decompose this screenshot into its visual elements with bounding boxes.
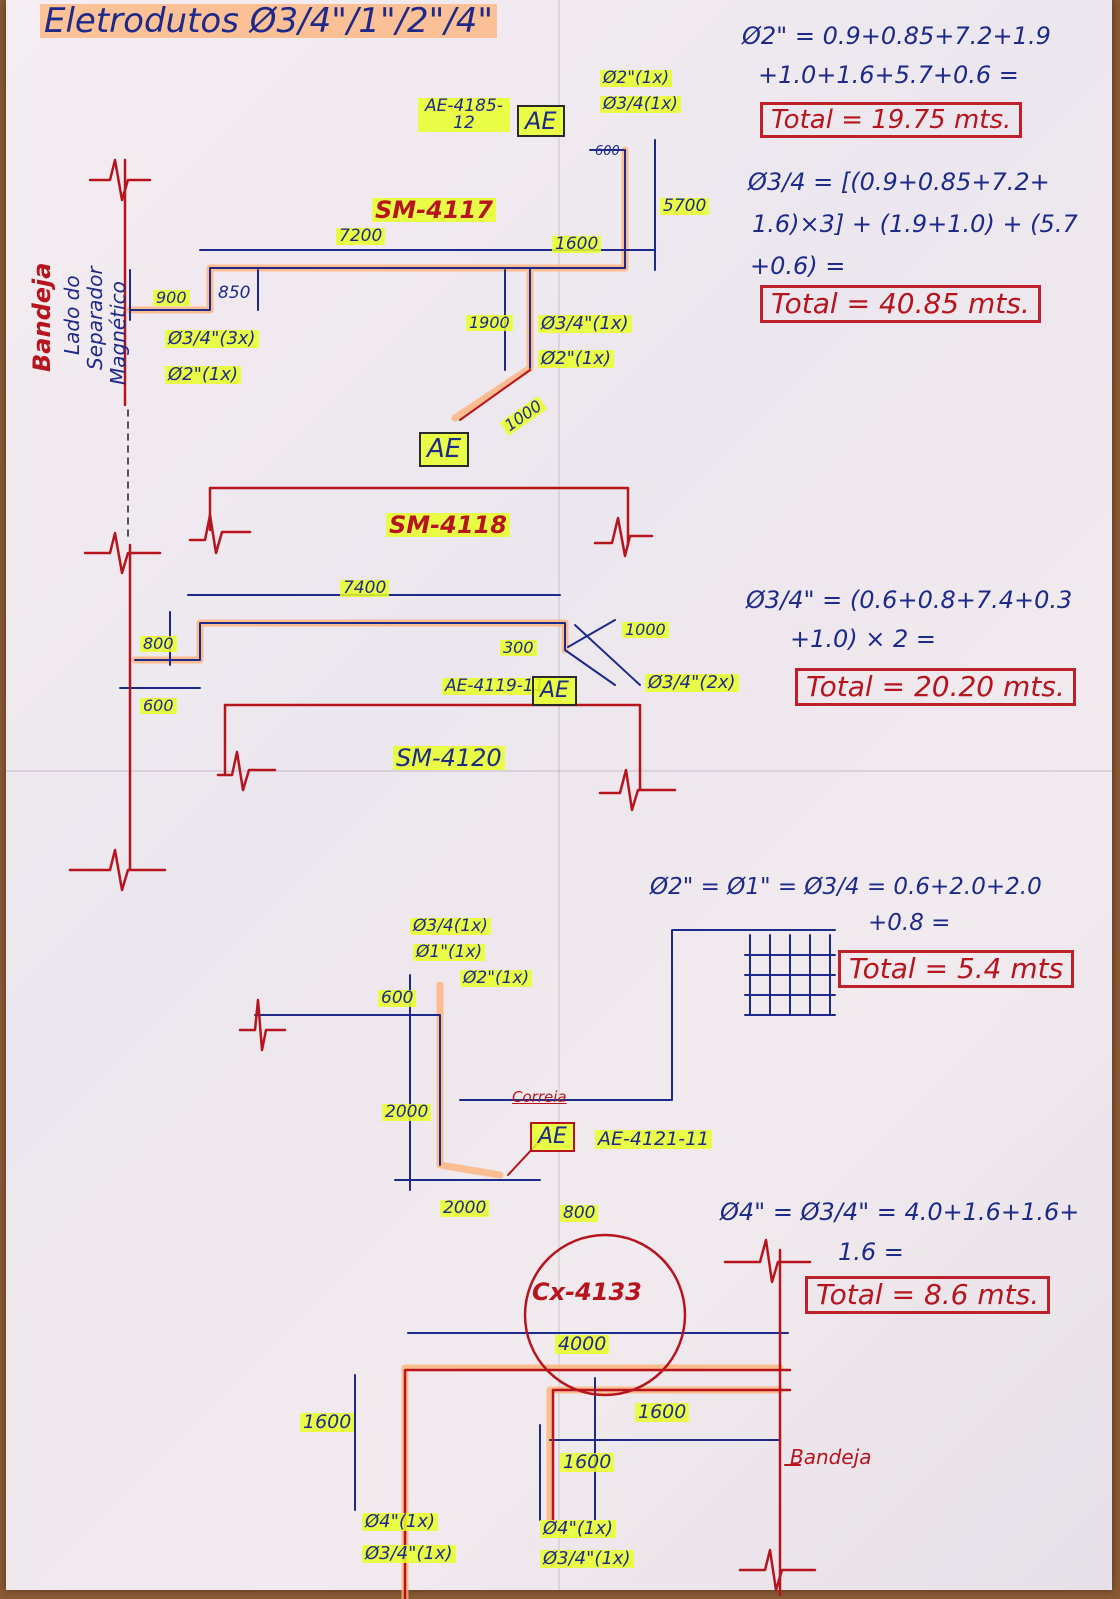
dim-600-ae4121: 600	[378, 990, 417, 1007]
pipe-cx4133-left-2: Ø3/4"(1x)	[362, 1545, 456, 1563]
dim-1900: 1900	[466, 315, 513, 331]
paper-fold-vertical	[558, 0, 560, 1590]
paper-fold-horizontal	[6, 770, 1112, 772]
pipe-mid-1: Ø3/4"(1x)	[538, 315, 632, 333]
ae-box-4119: AE	[532, 676, 577, 707]
pipe-ae4121-1: Ø3/4(1x)	[410, 918, 491, 935]
calc-4in-line-2: 1.6 =	[838, 1238, 904, 1266]
pipe-cx4133-left-1: Ø4"(1x)	[362, 1513, 439, 1531]
pipe-cx4133-right-1: Ø4"(1x)	[540, 1520, 617, 1538]
calc-2in-total: Total = 19.75 mts.	[760, 102, 1023, 138]
dim-7400: 7400	[340, 580, 390, 597]
dim-2000-vertical: 2000	[382, 1104, 432, 1121]
calc-2in-line-1: Ø2" = 0.9+0.85+7.2+1.9	[742, 22, 1051, 50]
ae-box-top: AE	[517, 105, 565, 138]
dim-900: 900	[153, 290, 190, 306]
note-correia: Correia	[512, 1088, 567, 1106]
pipe-top-1: Ø2"(1x)	[600, 70, 673, 87]
calc-34b-total: Total = 20.20 mts.	[795, 668, 1076, 706]
dim-1600: 1600	[552, 236, 602, 253]
dim-600-top: 600	[595, 144, 620, 159]
pipe-sm4119: Ø3/4"(2x)	[645, 674, 739, 692]
dim-800-ae4121: 800	[560, 1205, 599, 1222]
dim-600-sm4119: 600	[140, 698, 177, 714]
calc-34b-line-2: +1.0) × 2 =	[790, 625, 937, 653]
pipe-left-1: Ø3/4"(3x)	[165, 330, 259, 348]
ae-box-4121: AE	[530, 1122, 575, 1153]
label-sm4118: SM-4118	[386, 513, 510, 537]
pipe-ae4121-2: Ø1"(1x)	[413, 944, 486, 961]
label-sm4117: SM-4117	[372, 198, 496, 222]
dim-5700: 5700	[660, 198, 710, 215]
dim-300: 300	[500, 640, 537, 656]
side-note-line-3: Magnético	[106, 281, 130, 385]
calc-mix-total: Total = 5.4 mts	[838, 950, 1075, 988]
dim-1600-left: 1600	[300, 1413, 355, 1432]
dim-850: 850	[218, 283, 251, 303]
dim-7200: 7200	[336, 228, 386, 245]
ae-box-bottom: AE	[419, 432, 470, 467]
calc-4in-line-1: Ø4" = Ø3/4" = 4.0+1.6+1.6+	[720, 1198, 1080, 1226]
dim-4000: 4000	[555, 1335, 610, 1354]
calc-4in-total: Total = 8.6 mts.	[805, 1276, 1051, 1314]
dim-2000-horizontal: 2000	[440, 1200, 490, 1217]
calc-34a-line-2: 1.6)×3] + (1.9+1.0) + (5.7	[752, 210, 1078, 238]
tag-ae4119: AE-4119-11	[442, 678, 548, 695]
calc-34b-line-1: Ø3/4" = (0.6+0.8+7.4+0.3	[746, 586, 1073, 614]
pipe-left-2: Ø2"(1x)	[165, 366, 242, 384]
calc-34a-line-3: +0.6) =	[750, 252, 846, 280]
dim-800-sm4119: 800	[140, 636, 177, 652]
calc-34a-total: Total = 40.85 mts.	[760, 285, 1041, 323]
pipe-mid-2: Ø2"(1x)	[538, 350, 615, 368]
tag-ae4185: AE-4185-12	[418, 98, 510, 132]
dim-1000-sm4119: 1000	[622, 622, 669, 638]
pipe-top-2: Ø3/4(1x)	[600, 96, 681, 113]
pipe-cx4133-right-2: Ø3/4"(1x)	[540, 1550, 634, 1568]
pipe-ae4121-3: Ø2"(1x)	[460, 970, 533, 987]
calc-mix-line-2: +0.8 =	[868, 910, 951, 936]
label-cx4133: Cx-4133	[532, 1278, 642, 1306]
side-note-line-2: Separador	[83, 266, 107, 370]
tag-ae4121: AE-4121-11	[595, 1130, 713, 1149]
note-bandeja-cx4133: Bandeja	[790, 1445, 872, 1469]
calc-34a-line-1: Ø3/4 = [(0.9+0.85+7.2+	[748, 168, 1050, 196]
side-note-bandeja: Bandeja	[28, 262, 56, 372]
calc-2in-line-2: +1.0+1.6+5.7+0.6 =	[758, 61, 1019, 89]
calc-mix-line-1: Ø2" = Ø1" = Ø3/4 = 0.6+2.0+2.0	[650, 874, 1042, 900]
label-sm4120: SM-4120	[393, 746, 505, 770]
page-title: Eletrodutos Ø3/4"/1"/2"/4"	[40, 4, 498, 38]
dim-1600-top-right: 1600	[635, 1403, 690, 1422]
dim-1600-inner: 1600	[560, 1453, 615, 1472]
side-note-line-1: Lado do	[60, 275, 84, 355]
